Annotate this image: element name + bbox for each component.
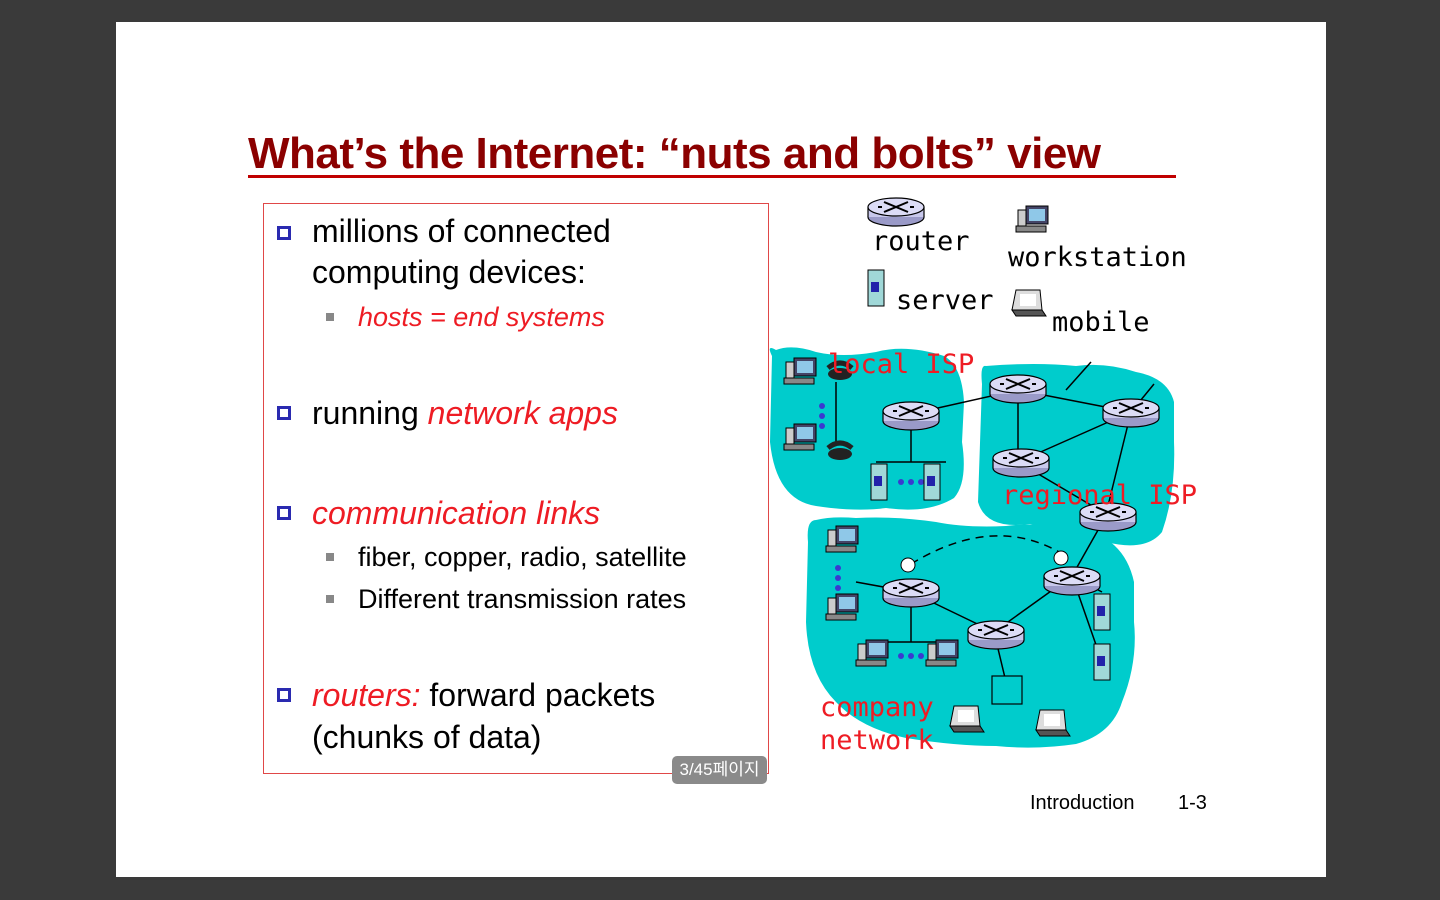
bullet-3: communication links: [312, 495, 601, 531]
bullet-box: [263, 203, 769, 774]
legend-workstation-label: workstation: [1008, 242, 1187, 273]
server-icon: [923, 463, 941, 501]
bullet-4-line-1: routers: forward packets: [312, 675, 655, 716]
router-icon: [989, 374, 1047, 404]
local-isp-cloud: [769, 347, 964, 510]
router-icon: [867, 197, 925, 227]
server-icon: [867, 269, 885, 307]
workstation-icon: [783, 423, 817, 451]
server-icon: [870, 463, 888, 501]
router-icon: [882, 578, 940, 608]
bullet-icon: [277, 226, 291, 240]
bullet-2-emph: network apps: [427, 395, 618, 431]
sub-bullet-icon: [326, 595, 334, 603]
company-network-label-1: company: [820, 692, 934, 723]
sub-bullet-icon: [326, 553, 334, 561]
slide: What’s the Internet: “nuts and bolts” vi…: [116, 22, 1326, 877]
server-icon: [1093, 643, 1111, 681]
laptop-icon: [1011, 289, 1047, 317]
satellite-dish-icon: [900, 557, 916, 573]
bullet-1-line-2: computing devices:: [312, 254, 586, 290]
title-underline: [248, 175, 1176, 178]
bullet-1-line-1: millions of connected: [312, 213, 611, 249]
footer-section: Introduction: [1030, 792, 1135, 814]
bullet-icon: [277, 406, 291, 420]
bullet-2: running network apps: [312, 393, 618, 434]
workstation-icon: [855, 639, 889, 667]
workstation-icon: [825, 593, 859, 621]
regional-isp-label: regional ISP: [1002, 480, 1198, 511]
footer-slide-number: 1-3: [1178, 792, 1207, 814]
workstation-icon: [783, 357, 817, 385]
router-icon: [1102, 398, 1160, 428]
router-icon: [967, 620, 1025, 650]
bullet-icon: [277, 688, 291, 702]
satellite-dish-icon: [1053, 550, 1069, 566]
workstation-icon: [825, 525, 859, 553]
router-icon: [1043, 566, 1101, 596]
bullet-3-sub-2: Different transmission rates: [358, 584, 687, 614]
access-point-icon: [991, 675, 1023, 705]
local-isp-label: local ISP: [828, 349, 975, 380]
sub-bullet-icon: [326, 313, 334, 321]
bullet-4-emph: routers:: [312, 677, 421, 713]
router-icon: [992, 448, 1050, 478]
legend-router-label: router: [872, 226, 970, 257]
bullet-1-sub-1: hosts = end systems: [358, 302, 605, 332]
bullet-icon: [277, 506, 291, 520]
router-icon: [882, 401, 940, 431]
page-indicator: 3/45페이지: [672, 756, 767, 784]
bullet-4-line-2: (chunks of data): [312, 719, 542, 755]
workstation-icon: [925, 639, 959, 667]
legend-mobile-label: mobile: [1052, 307, 1150, 338]
server-icon: [1093, 593, 1111, 631]
workstation-icon: [1015, 205, 1049, 233]
slide-title: What’s the Internet: “nuts and bolts” vi…: [248, 129, 1101, 178]
phone-icon: [828, 443, 852, 460]
bullet-2-text: running: [312, 395, 428, 431]
network-diagram: [769, 197, 1175, 748]
legend-server-label: server: [896, 285, 994, 316]
bullet-3-sub-1: fiber, copper, radio, satellite: [358, 542, 687, 572]
company-network-label-2: network: [820, 725, 934, 756]
bullet-4-text: forward packets: [420, 677, 656, 713]
